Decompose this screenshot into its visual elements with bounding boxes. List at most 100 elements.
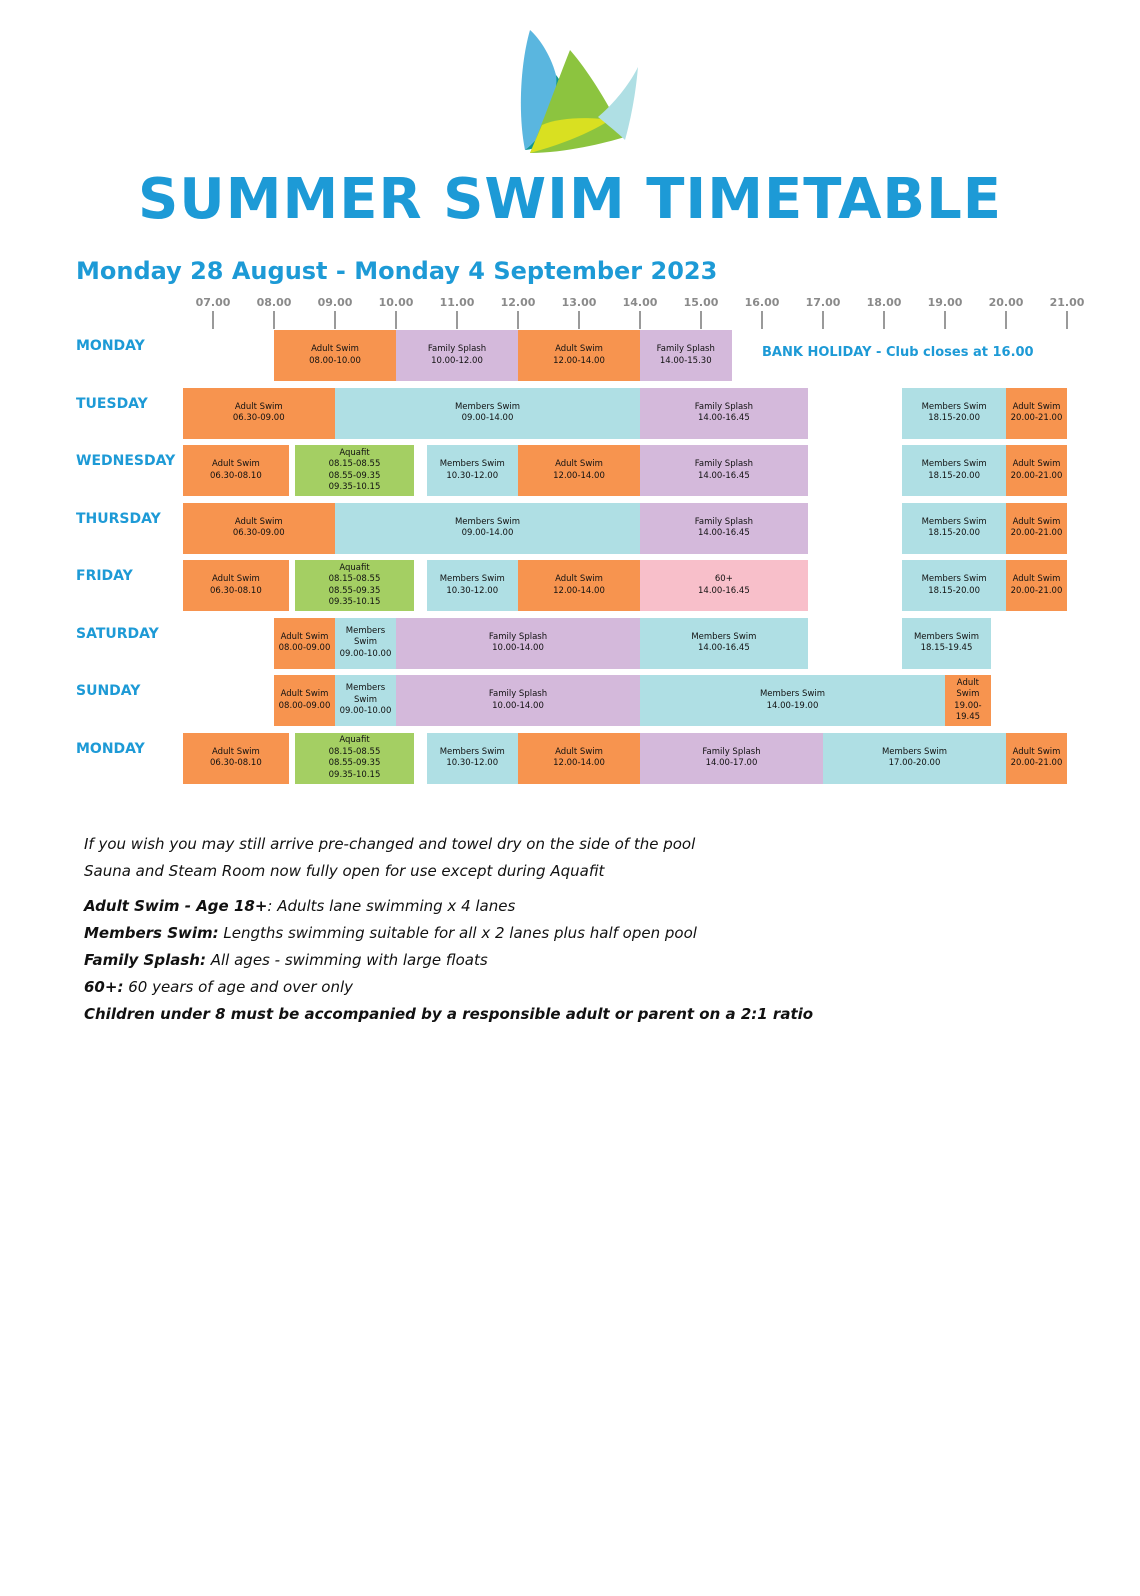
day-label-tuesday: TUESDAY [76,395,148,412]
session-times: 12.00-14.00 [553,470,605,481]
session-times: 20.00-21.00 [1010,470,1063,481]
legend-members-swim: Members Swim: Lengths swimming suitable … [84,920,984,947]
day-label-saturday: SATURDAY [76,625,159,642]
session-name: Adult Swim [211,574,260,584]
session-name: Adult Swim [1012,401,1061,412]
session-name: Members Swim [454,516,521,527]
session-name: Family Splash [702,746,761,757]
session-times: 10.00-12.00 [431,355,483,366]
time-tick-mark [456,311,458,329]
time-tick-mark [395,311,397,329]
club-logo [520,30,638,153]
session-times: 14.00-16.45 [698,470,750,481]
session-times: 09.00-10.00 [339,648,392,659]
bank-holiday-notice: BANK HOLIDAY - Club closes at 16.00 [762,345,1034,360]
session-times: 06.30-08.10 [210,758,262,768]
time-tick-label: 18.00 [866,296,902,309]
time-tick-mark [883,311,885,329]
session-times: 08.15-08.55 08.55-09.35 09.35-10.15 [328,746,381,780]
time-tick-label: 09.00 [317,296,353,309]
session-times: 10.00-14.00 [492,700,544,711]
note-sauna: Sauna and Steam Room now fully open for … [84,862,605,880]
session-name: Aquafit [339,447,370,458]
session-times: 14.00-16.45 [698,413,750,423]
legend-desc: : Adults lane swimming x 4 lanes [267,897,516,915]
session-name: Adult Swim [956,677,980,700]
legend-family-splash: Family Splash: All ages - swimming with … [84,947,984,974]
time-tick-label: 10.00 [378,296,414,309]
legend-term: Family Splash: [84,951,206,969]
session-times: 20.00-21.00 [1010,758,1063,768]
day-label-friday: FRIDAY [76,568,133,584]
session-name: Members Swim [913,631,980,642]
session-times: 10.00-14.00 [492,643,544,653]
session-times: 10.30-12.00 [446,758,499,768]
note-children: Children under 8 must be accompanied by … [84,1001,984,1028]
session-name: Family Splash [656,344,715,354]
time-tick-mark [700,311,702,329]
session-name: Adult Swim [1012,746,1061,757]
session-times: 18.15-20.00 [928,470,981,481]
session-name: Members Swim [921,516,987,527]
time-tick-mark [578,311,580,329]
session-name: Members Swim [345,683,386,705]
session-name: Members Swim [439,459,505,469]
session-block-sixty: 60+14.00-16.45 [640,560,808,611]
session-name: Members Swim [345,625,386,648]
session-times: 20.00-21.00 [1010,413,1063,423]
session-times: 12.00-14.00 [553,758,605,768]
page-title: SUMMER SWIM TIMETABLE [137,167,1003,232]
time-tick-mark [1005,311,1007,329]
time-tick-label: 12.00 [500,296,536,309]
day-label-wednesday: WEDNESDAY [76,453,176,469]
time-tick-mark [334,311,336,329]
session-times: 18.15-20.00 [928,528,981,538]
legend-desc: 60 years of age and over only [123,978,353,996]
session-name: Adult Swim [555,574,603,584]
session-times: 14.00-16.45 [698,585,750,596]
session-times: 08.15-08.55 08.55-09.35 09.35-10.15 [328,459,381,492]
session-times: 08.15-08.55 08.55-09.35 09.35-10.15 [328,574,381,607]
session-times: 14.00-17.00 [705,758,758,768]
legend-desc: All ages - swimming with large floats [205,951,488,969]
session-name: Family Splash [694,401,753,412]
session-name: Members Swim [691,631,757,642]
session-name: Adult Swim [234,401,283,412]
legend-adult-swim: Adult Swim - Age 18+: Adults lane swimmi… [84,893,984,920]
time-tick-mark [761,311,763,329]
session-times: 17.00-20.00 [888,758,941,768]
time-tick-mark [639,311,641,329]
day-label-monday: MONDAY [76,740,145,757]
session-name: Adult Swim [1012,574,1061,584]
session-times: 18.15-19.45 [920,643,973,653]
session-name: Adult Swim [234,516,283,527]
legend-desc: Lengths swimming suitable for all x 2 la… [218,924,697,942]
time-tick-mark [822,311,824,329]
notes-section: If you wish you may still arrive pre-cha… [84,831,984,1028]
session-name: Family Splash [694,459,753,469]
